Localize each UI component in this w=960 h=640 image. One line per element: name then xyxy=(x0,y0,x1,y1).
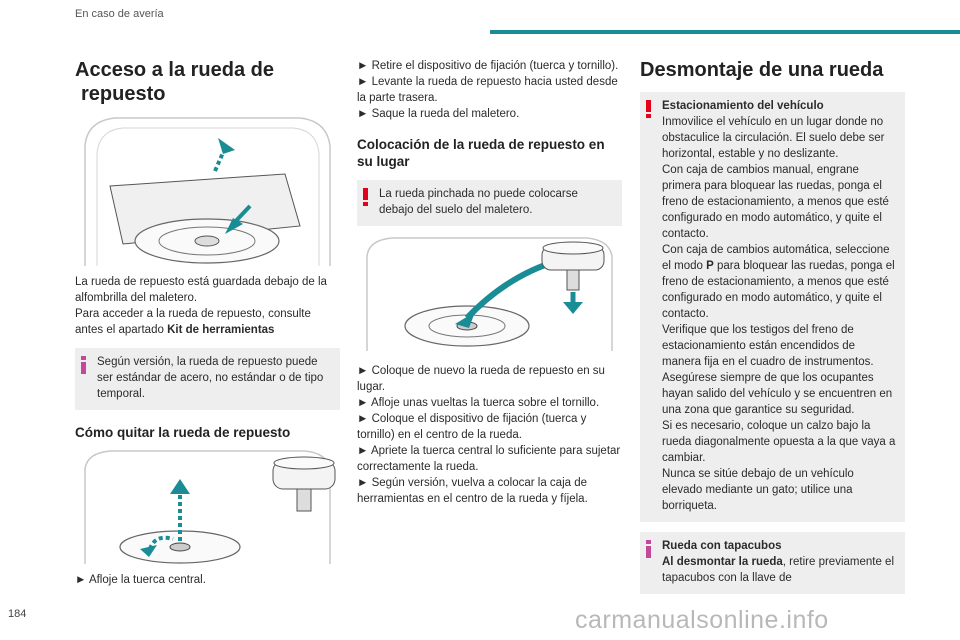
refit-step: ► Coloque de nuevo la rueda de repuesto … xyxy=(357,365,605,393)
refit-step: ► Apriete la tuerca central lo suficient… xyxy=(357,445,621,473)
info-para: Al desmontar la rueda, retire previament… xyxy=(662,556,895,584)
step-loosen-nut: ► Afloje la tuerca central. xyxy=(75,574,206,586)
header-accent-bar xyxy=(490,30,960,34)
kit-reference: Kit de herramientas xyxy=(167,324,275,336)
refit-step: ► Coloque el dispositivo de fijación (tu… xyxy=(357,413,587,441)
info-note-spare-type: Según versión, la rueda de repuesto pued… xyxy=(75,348,340,410)
para-access: Para acceder a la rueda de repuesto, con… xyxy=(75,308,311,336)
info-icon xyxy=(81,356,86,374)
section-title-access: Acceso a la rueda de repuesto xyxy=(75,58,340,106)
warning-para: Con caja de cambios manual, engrane prim… xyxy=(662,164,889,240)
trunk-illustration-1 xyxy=(84,117,331,266)
warning-para: Nunca se sitúe debajo de un vehículo ele… xyxy=(662,468,854,512)
column-3: Desmontaje de una rueda Estacionamiento … xyxy=(640,58,905,604)
subtitle-remove-spare: Cómo quitar la rueda de repuesto xyxy=(75,425,291,440)
title-line-2: repuesto xyxy=(81,83,166,105)
warning-icon xyxy=(363,188,368,206)
running-header: En caso de avería xyxy=(75,8,164,20)
info-title: Rueda con tapacubos xyxy=(662,540,782,552)
warning-icon xyxy=(646,100,651,118)
step-take-out: ► Saque la rueda del maletero. xyxy=(357,108,520,120)
watermark: carmanualsonline.info xyxy=(575,606,829,634)
refit-step: ► Afloje unas vueltas la tuerca sobre el… xyxy=(357,397,600,409)
trunk-illustration-2 xyxy=(84,450,336,564)
refit-steps-list: ► Coloque de nuevo la rueda de repuesto … xyxy=(357,363,622,507)
refit-step: ► Según versión, vuelva a colocar la caj… xyxy=(357,477,588,505)
trunk-illustration-3 xyxy=(366,237,613,351)
subtitle-refit-spare: Colocación de la rueda de repuesto en su… xyxy=(357,137,605,169)
column-1: Acceso a la rueda de repuesto La rueda d… xyxy=(75,58,340,588)
page-number: 184 xyxy=(8,608,27,620)
warning-note-flat-tyre: La rueda pinchada no puede colocarse deb… xyxy=(357,180,622,226)
warning-title: Estacionamiento del vehículo xyxy=(662,100,824,112)
warning-note-parking: Estacionamiento del vehículo Inmovilice … xyxy=(640,92,905,522)
warning-para: Verifique que los testigos del freno de … xyxy=(662,324,874,368)
para-spare-location: La rueda de repuesto está guardada debaj… xyxy=(75,276,327,304)
info-icon xyxy=(646,540,651,558)
step-remove-fixing: ► Retire el dispositivo de fijación (tue… xyxy=(357,60,619,72)
column-2: ► Retire el dispositivo de fijación (tue… xyxy=(357,58,622,507)
warning-para: Asegúrese siempre de que los ocupantes h… xyxy=(662,372,893,416)
info-note-hubcap: Rueda con tapacubos Al desmontar la rued… xyxy=(640,532,905,594)
step-lift-spare: ► Levante la rueda de repuesto hacia ust… xyxy=(357,76,618,104)
warning-para: Con caja de cambios automática, seleccio… xyxy=(662,244,895,320)
warning-para: Inmovilice el vehículo en un lugar donde… xyxy=(662,116,885,160)
warning-para: Si es necesario, coloque un calzo bajo l… xyxy=(662,420,896,464)
section-title-dismount: Desmontaje de una rueda xyxy=(640,59,884,81)
title-line-1: Acceso a la rueda de xyxy=(75,59,274,81)
